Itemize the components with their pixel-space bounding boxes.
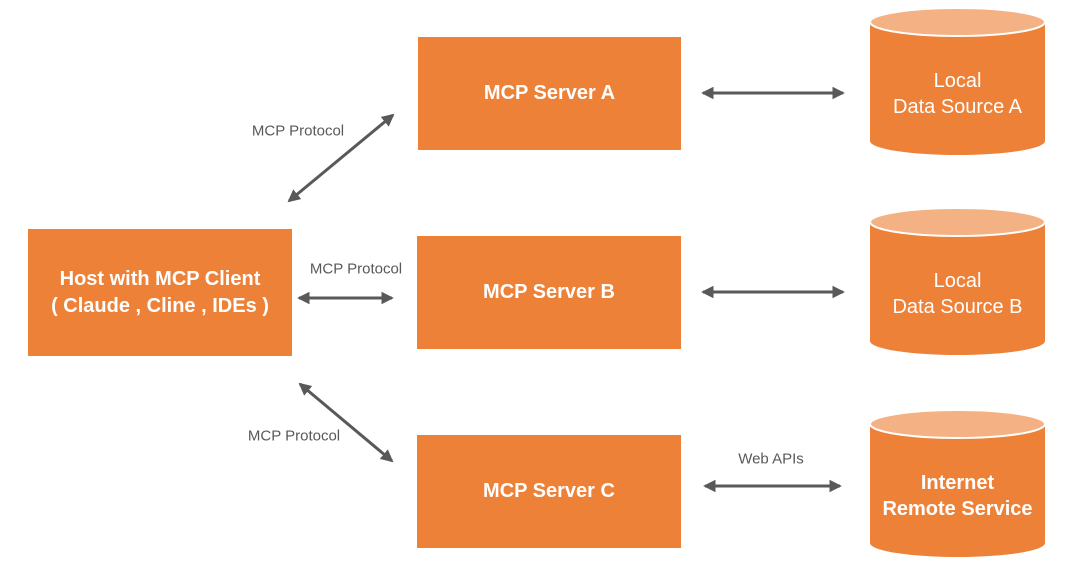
node-server-c-label: MCP Server C	[483, 480, 615, 503]
data-source-b-line2: Data Source B	[892, 296, 1023, 318]
node-server-a-label: MCP Server A	[483, 82, 616, 105]
remote-service-line1: Internet	[920, 472, 995, 494]
cylinder-remote-service	[869, 409, 1046, 558]
node-data-source-b-label: Local Data Source B	[870, 238, 1045, 350]
node-host-line2: ( Claude , Cline , IDEs )	[51, 294, 269, 317]
node-server-b: MCP Server B	[417, 236, 681, 349]
cylinder-remote-service-top	[869, 409, 1046, 439]
node-host-line1: Host with MCP Client	[59, 268, 261, 291]
node-data-source-a-label: Local Data Source A	[870, 38, 1045, 150]
cylinder-data-source-b-body	[870, 222, 1045, 355]
cylinder-data-source-b	[869, 207, 1046, 355]
cylinder-data-source-a-body	[870, 22, 1045, 156]
arrow-host-server-c	[298, 382, 394, 463]
edge-label-host-server-a: MCP Protocol	[251, 122, 345, 140]
cylinder-data-source-a-top	[869, 7, 1046, 37]
node-host: Host with MCP Client ( Claude , Cline , …	[28, 229, 292, 356]
edge-label-host-server-c: MCP Protocol	[247, 427, 341, 445]
node-server-b-label: MCP Server B	[483, 281, 615, 304]
node-server-a: MCP Server A	[418, 37, 681, 150]
edge-label-server-c-remote: Web APIs	[738, 450, 804, 468]
arrow-host-server-a	[287, 113, 395, 203]
cylinder-remote-service-body	[870, 424, 1045, 558]
cylinder-data-source-a	[869, 7, 1046, 156]
data-source-a-line1: Local	[933, 70, 982, 92]
edge-label-host-server-b: MCP Protocol	[309, 260, 403, 278]
node-remote-service-label: Internet Remote Service	[870, 440, 1045, 552]
data-source-a-line2: Data Source A	[893, 96, 1022, 118]
remote-service-line2: Remote Service	[882, 498, 1033, 520]
data-source-b-line1: Local	[933, 270, 982, 292]
cylinder-data-source-b-top	[869, 207, 1046, 237]
node-server-c: MCP Server C	[417, 435, 681, 548]
